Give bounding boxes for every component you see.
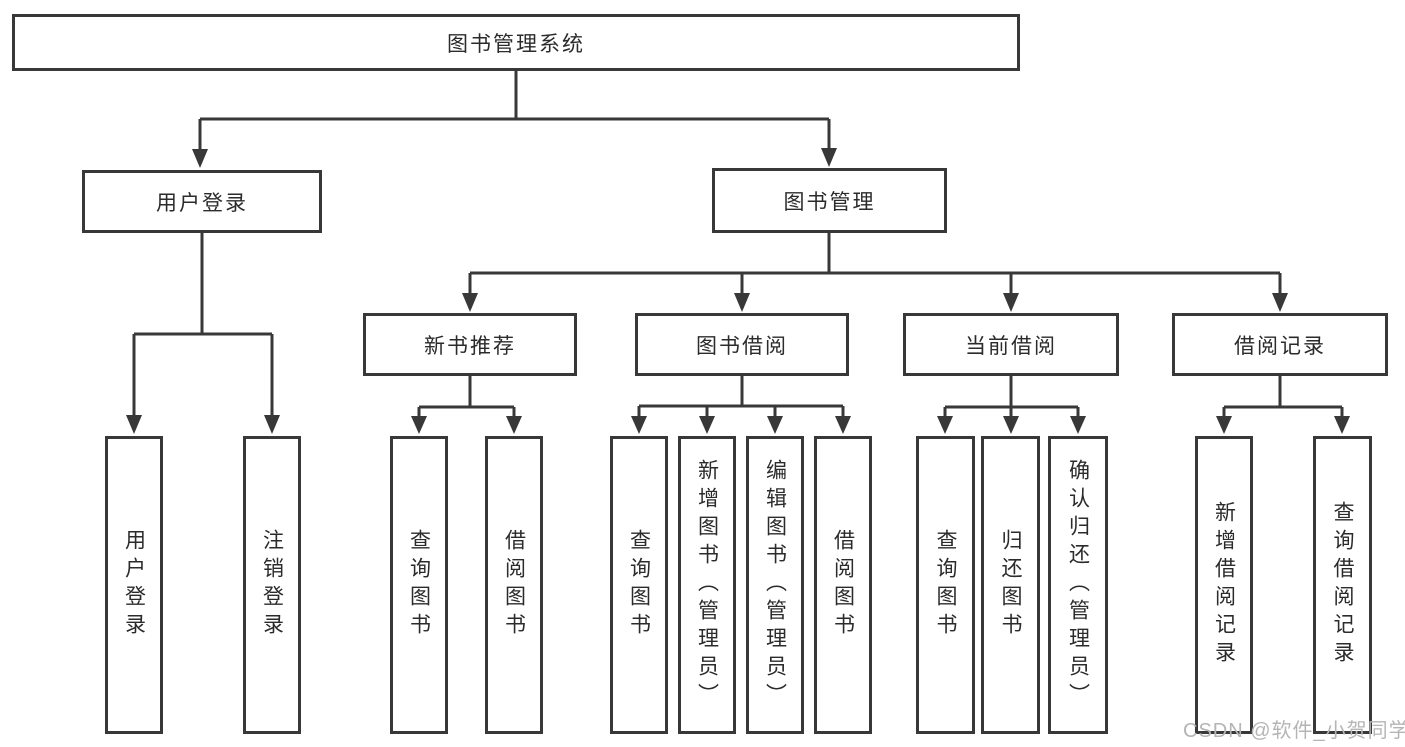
leaf-borrow-books-label: 借阅图书	[831, 529, 855, 641]
node-current-borrow-label: 当前借阅	[965, 334, 1057, 358]
leaf-logout: 注销登录	[243, 436, 301, 734]
leaf-add-books-admin: 新增图书（管理员）	[678, 436, 736, 734]
leaf-add-books-admin-label: 新增图书（管理员）	[695, 459, 719, 711]
node-root-system: 图书管理系统	[12, 14, 1020, 71]
connector-book-borrow-children	[631, 376, 851, 434]
node-book-management: 图书管理	[712, 168, 947, 233]
node-root-label: 图书管理系统	[447, 32, 585, 56]
leaf-query-books-recommend-label: 查询图书	[407, 529, 431, 641]
leaf-confirm-return-admin-label: 确认归还（管理员）	[1066, 459, 1090, 711]
connector-current-borrow-children	[937, 376, 1086, 434]
node-book-borrow-label: 图书借阅	[696, 334, 788, 358]
leaf-return-books-label: 归还图书	[999, 529, 1022, 641]
leaf-query-books-borrow-label: 查询图书	[627, 529, 651, 641]
connector-borrow-records-children	[1216, 376, 1350, 434]
node-borrow-records: 借阅记录	[1172, 313, 1388, 376]
leaf-query-books-recommend: 查询图书	[390, 436, 448, 734]
leaf-edit-books-admin: 编辑图书（管理员）	[746, 436, 804, 734]
leaf-user-login: 用户登录	[105, 436, 163, 734]
leaf-return-books: 归还图书	[981, 436, 1040, 734]
leaf-borrow-books: 借阅图书	[814, 436, 872, 734]
csdn-watermark: CSDN @软件_小贺同学	[1183, 720, 1405, 742]
leaf-query-books-borrow: 查询图书	[610, 436, 668, 734]
leaf-borrow-books-recommend: 借阅图书	[485, 436, 543, 734]
node-borrow-records-label: 借阅记录	[1234, 334, 1326, 358]
leaf-add-borrow-record: 新增借阅记录	[1195, 436, 1253, 734]
leaf-query-books-current: 查询图书	[916, 436, 975, 734]
connector-book-management-children	[462, 233, 1288, 312]
connector-user-login-children	[126, 233, 280, 434]
node-user-login-label: 用户登录	[156, 191, 248, 215]
leaf-add-borrow-record-label: 新增借阅记录	[1212, 501, 1236, 669]
node-new-book-recommend: 新书推荐	[363, 313, 577, 376]
leaf-user-login-label: 用户登录	[122, 529, 146, 641]
node-new-book-recommend-label: 新书推荐	[424, 334, 516, 358]
node-book-management-label: 图书管理	[783, 190, 876, 214]
leaf-logout-label: 注销登录	[260, 529, 284, 641]
node-current-borrow: 当前借阅	[903, 313, 1119, 376]
leaf-query-borrow-record-label: 查询借阅记录	[1331, 501, 1354, 669]
node-user-login: 用户登录	[82, 170, 322, 233]
leaf-query-borrow-record: 查询借阅记录	[1313, 436, 1372, 734]
leaf-query-books-current-label: 查询图书	[934, 529, 957, 641]
connector-new-book-recommend-children	[411, 376, 522, 434]
leaf-edit-books-admin-label: 编辑图书（管理员）	[763, 459, 787, 711]
leaf-confirm-return-admin: 确认归还（管理员）	[1048, 436, 1108, 734]
node-book-borrow: 图书借阅	[635, 313, 849, 376]
leaf-borrow-books-recommend-label: 借阅图书	[502, 529, 526, 641]
connector-root-to-level2	[192, 70, 837, 168]
